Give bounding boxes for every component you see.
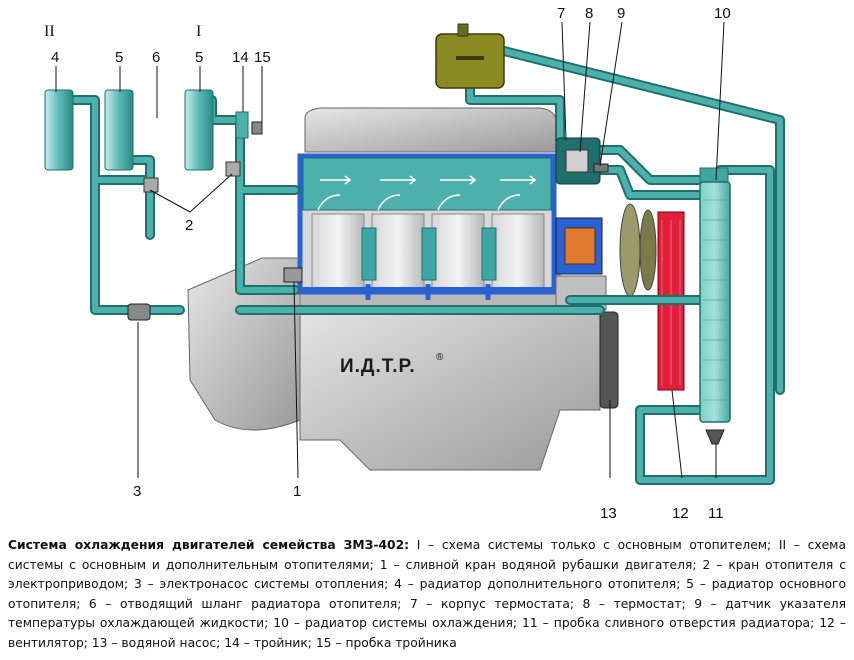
brand-mark: ® bbox=[436, 352, 444, 363]
main-radiator bbox=[699, 167, 731, 445]
caption-text: I – схема системы только с основным отоп… bbox=[8, 538, 846, 650]
leader-lines bbox=[55, 21, 725, 479]
part-labels: II I 4 5 6 5 14 15 7 8 9 10 2 3 1 13 12 … bbox=[44, 5, 731, 522]
label-8: 8 bbox=[585, 5, 593, 22]
label-9: 9 bbox=[617, 5, 625, 22]
expansion-tank bbox=[435, 33, 505, 89]
brand-text: И.Д.Т.Р. bbox=[340, 356, 416, 377]
electric-pump bbox=[127, 303, 151, 321]
label-6: 6 bbox=[152, 49, 160, 66]
label-11: 11 bbox=[708, 505, 724, 522]
label-15: 15 bbox=[254, 49, 271, 66]
drain-tap bbox=[283, 267, 303, 283]
label-2: 2 bbox=[185, 217, 193, 234]
flow-arrows bbox=[317, 175, 537, 211]
tee-plug bbox=[251, 121, 263, 135]
cooling-system-diagram: И.Д.Т.Р. ® II I 4 5 6 5 14 15 7 8 9 10 2 bbox=[44, 5, 785, 522]
figure-caption: Система охлаждения двигателей семейства … bbox=[8, 536, 846, 654]
label-scheme-ii: II bbox=[44, 23, 55, 40]
label-1: 1 bbox=[293, 483, 301, 500]
label-14: 14 bbox=[232, 49, 249, 66]
label-scheme-i: I bbox=[196, 23, 201, 40]
label-5b: 5 bbox=[195, 49, 203, 66]
water-jacket bbox=[297, 153, 557, 300]
heater-radiators bbox=[44, 89, 214, 171]
water-pump-area bbox=[555, 203, 657, 409]
label-5a: 5 bbox=[115, 49, 123, 66]
label-7: 7 bbox=[557, 5, 565, 22]
label-4: 4 bbox=[51, 49, 59, 66]
label-10: 10 bbox=[714, 5, 731, 22]
cylinders bbox=[311, 213, 545, 289]
label-12: 12 bbox=[672, 505, 689, 522]
label-13: 13 bbox=[600, 505, 617, 522]
caption-title: Система охлаждения двигателей семейства … bbox=[8, 538, 410, 552]
tee bbox=[235, 111, 249, 139]
heater-valves bbox=[143, 161, 241, 193]
thermostat-housing bbox=[555, 137, 609, 185]
label-3: 3 bbox=[133, 483, 141, 500]
